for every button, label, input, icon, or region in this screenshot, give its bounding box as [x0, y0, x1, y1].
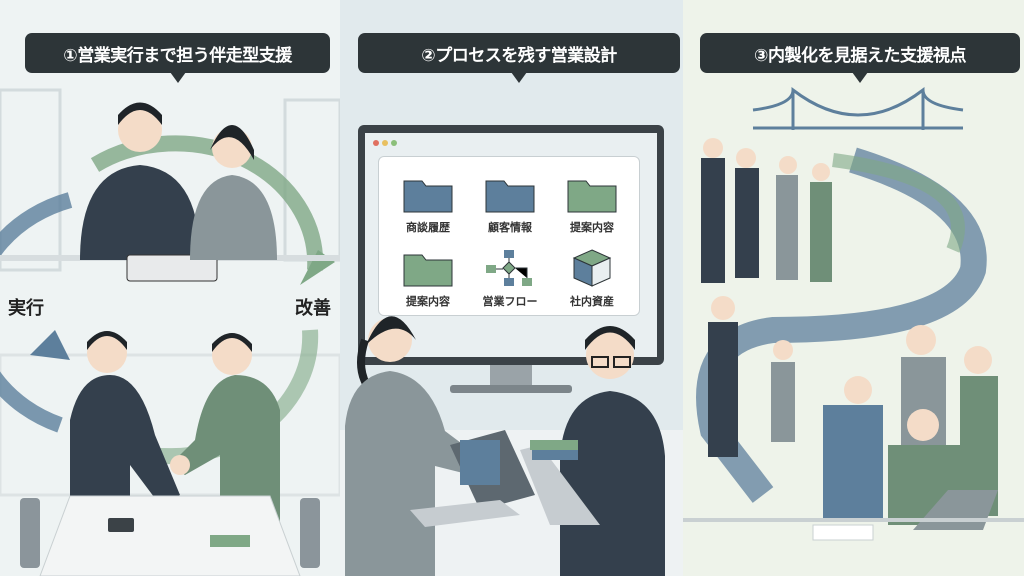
assets-label: 社内資産 [570, 295, 614, 308]
folder-icon [403, 180, 453, 213]
folder-label: 提案内容 [406, 295, 450, 308]
folder-label: 顧客情報 [488, 221, 532, 234]
flow-label: 営業フロー [482, 295, 538, 308]
execute-arrow [0, 192, 73, 433]
cycle-label-improve: 改善 [295, 298, 331, 319]
execution-cycle-illustration [0, 88, 340, 576]
folder-proposal-2[interactable]: 提案内容 [385, 249, 471, 309]
folder-label: 商談履歴 [406, 221, 450, 234]
callout-title-1: ①営業実行まで担う伴走型支援 [25, 33, 330, 83]
callout-title-2: ②プロセスを残す営業設計 [358, 33, 680, 83]
cycle-label-execute: 実行 [8, 298, 44, 319]
bridge-handover-illustration [683, 86, 1024, 541]
folder-icon [403, 254, 453, 287]
document-window: 商談履歴 顧客情報 提案内容 提案内容 営業フロー 社内資産 [378, 156, 640, 316]
folder-customer-info[interactable]: 顧客情報 [467, 175, 553, 235]
internal-assets-item[interactable]: 社内資産 [549, 249, 635, 309]
panel-internalization: ③内製化を見据えた支援視点 [683, 0, 1024, 576]
folder-proposal[interactable]: 提案内容 [549, 175, 635, 235]
folder-deal-history[interactable]: 商談履歴 [385, 175, 471, 235]
folder-icon [567, 180, 617, 213]
folder-icon [485, 180, 535, 213]
bridge-icon [752, 86, 964, 130]
database-box-icon [572, 249, 612, 287]
callout-title-3: ③内製化を見据えた支援視点 [700, 33, 1020, 83]
panel-execution-support: ①営業実行まで担う伴走型支援 実行 改善 [0, 0, 340, 576]
folder-label: 提案内容 [570, 221, 614, 234]
flowchart-icon [486, 250, 532, 286]
sales-flow-item[interactable]: 営業フロー [467, 249, 553, 309]
